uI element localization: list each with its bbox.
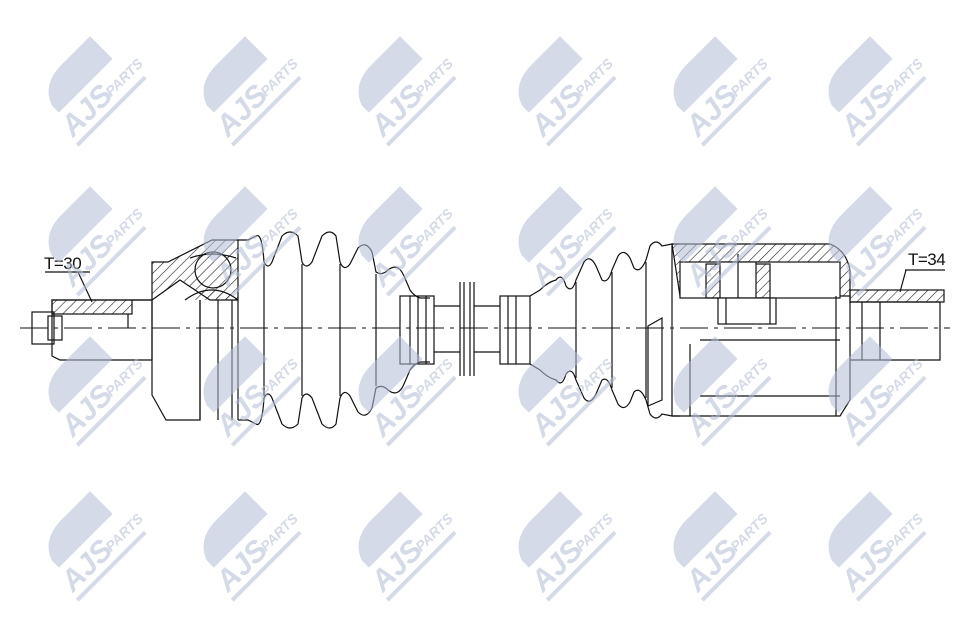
left-cv-housing: [132, 239, 239, 421]
shaft: [434, 282, 500, 376]
right-leader-diagonal: [899, 269, 907, 293]
right-stub: [849, 289, 945, 361]
left-spline-label: T=30: [44, 254, 82, 273]
left-stub: [31, 299, 153, 361]
right-tripod-housing: [671, 243, 851, 417]
right-boot: [499, 241, 680, 419]
left-leader-diagonal: [77, 271, 93, 303]
right-spline-label: T=34: [908, 250, 946, 269]
left-boot: [238, 231, 435, 429]
